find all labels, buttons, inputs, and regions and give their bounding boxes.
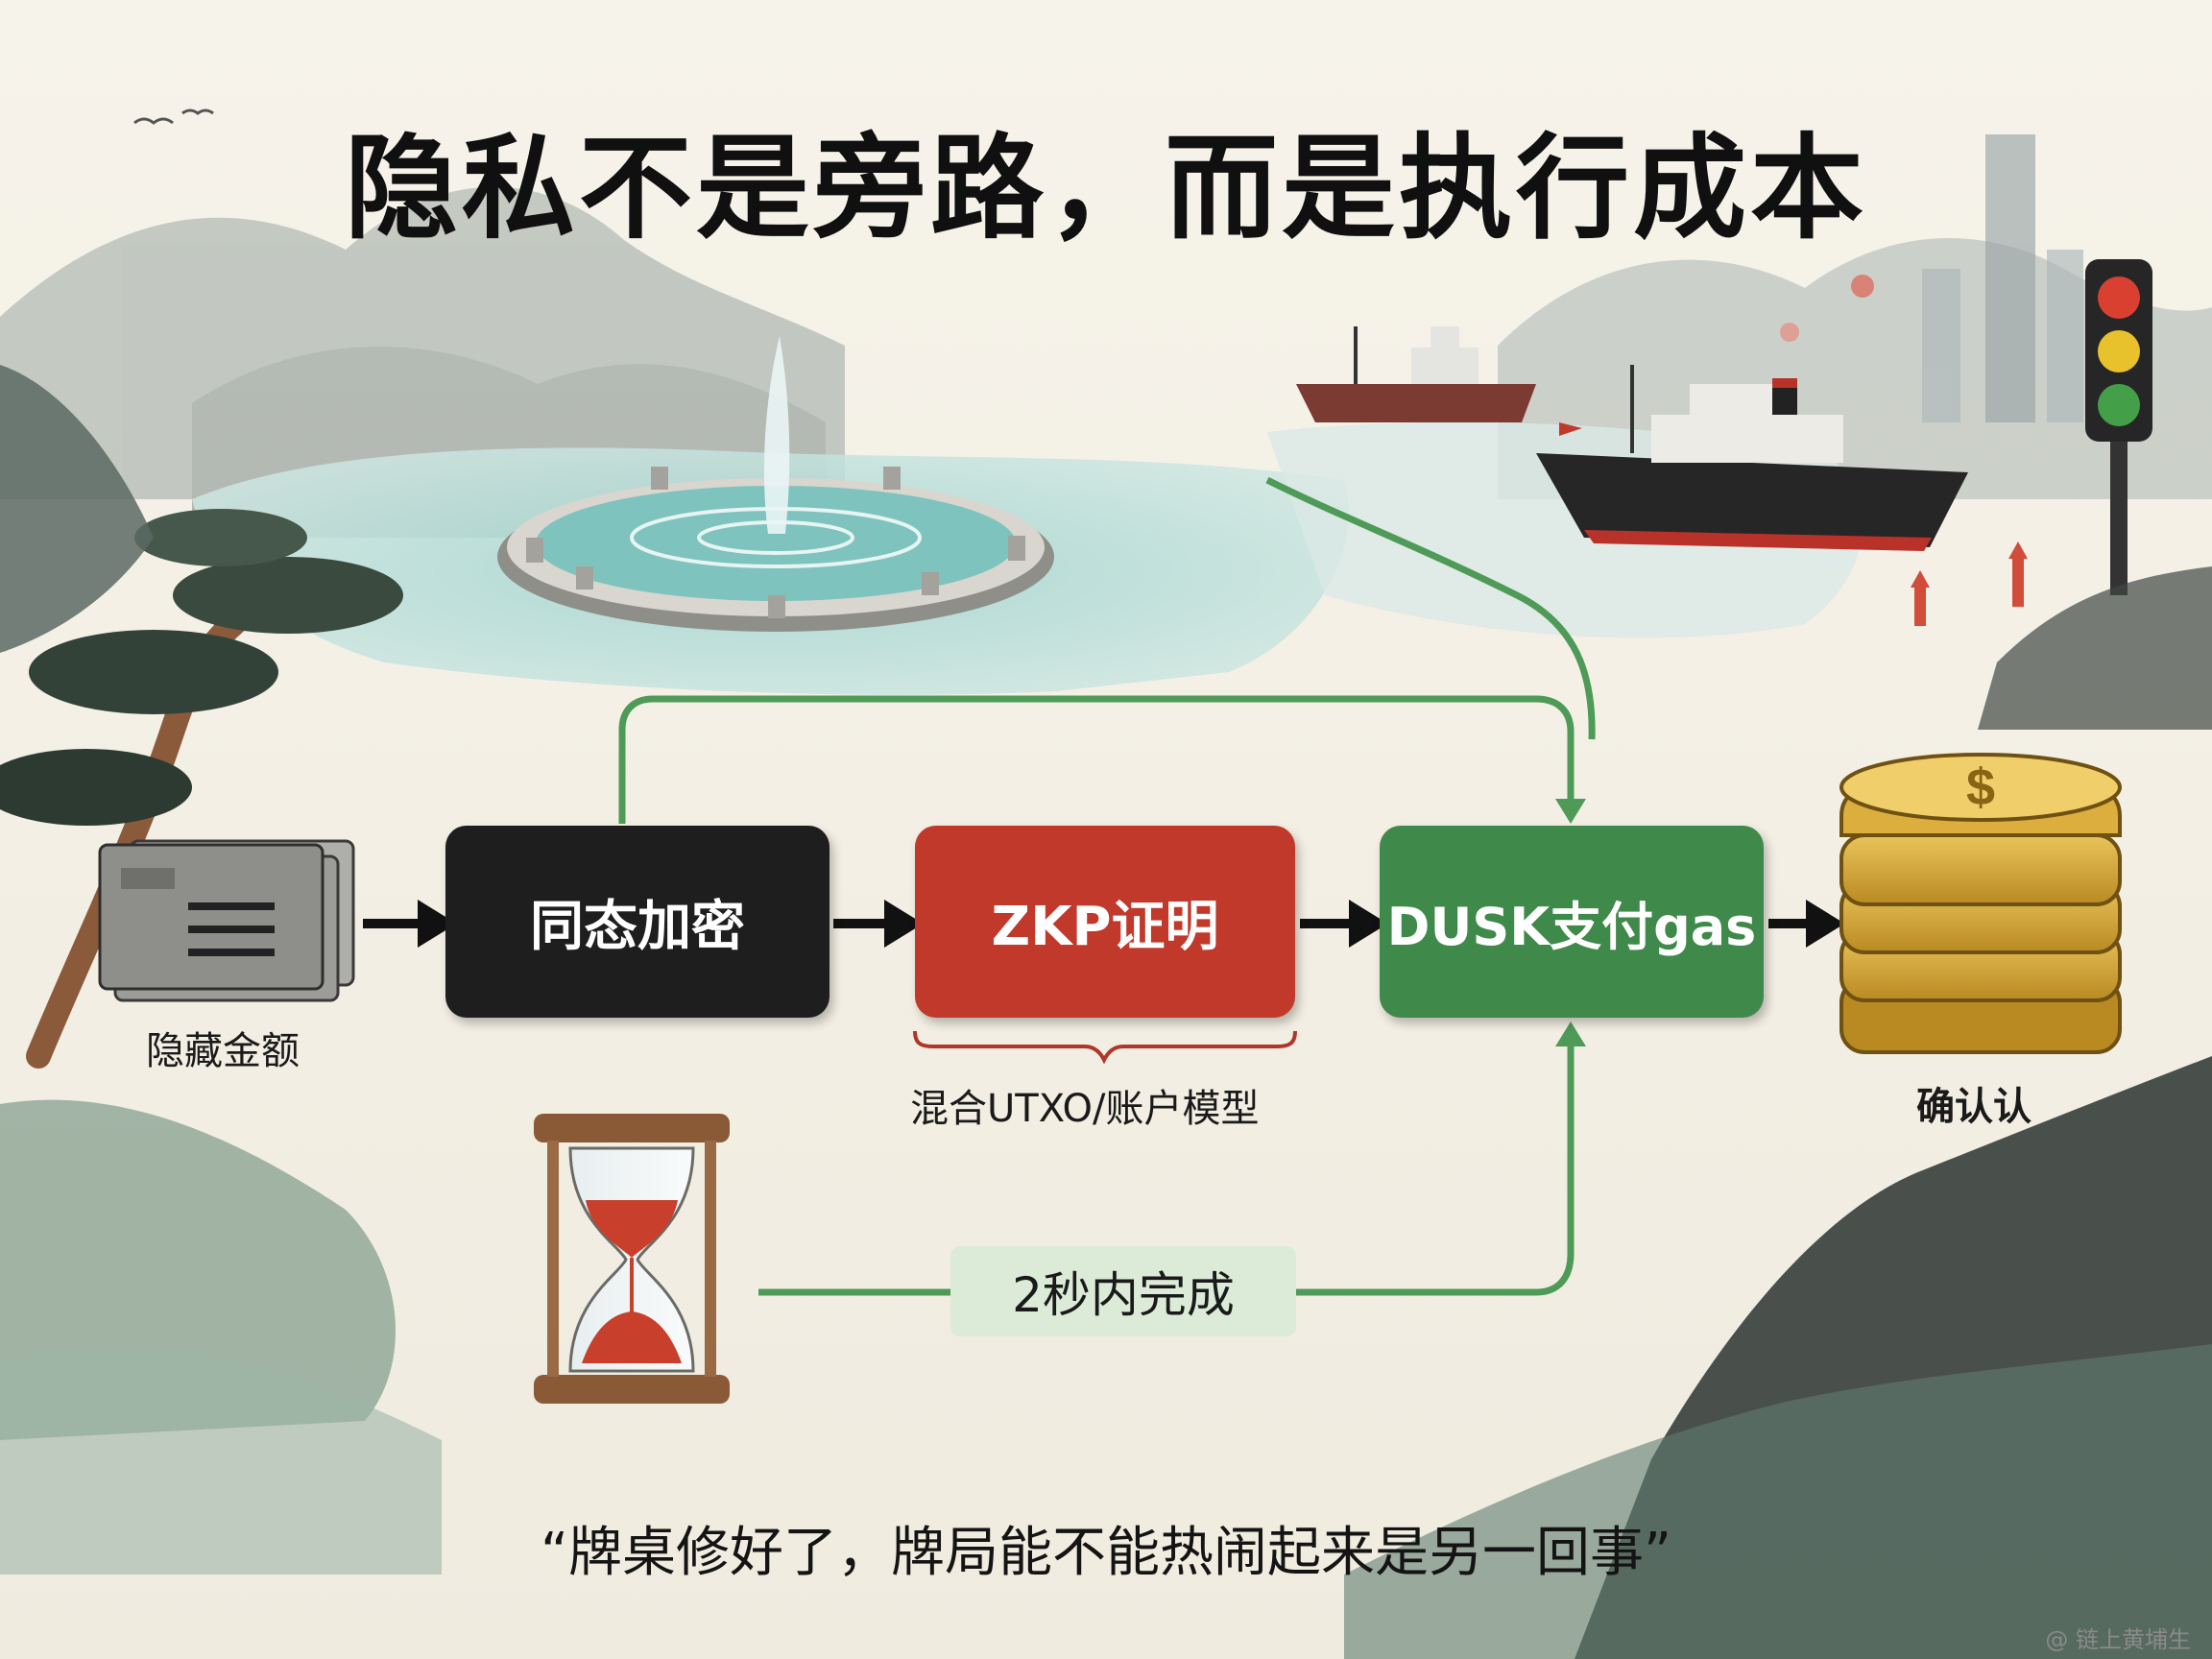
hidden-amount-label: 隐藏金额 — [146, 1029, 300, 1073]
green-connector-bottom — [758, 1041, 1575, 1296]
step-homomorphic-encryption: 同态加密 — [445, 826, 830, 1018]
step-zkp-proof: ZKP证明 — [915, 826, 1295, 1018]
flow-arrows — [363, 900, 1845, 948]
svg-text:$: $ — [1966, 758, 1995, 816]
green-connector-top — [618, 476, 1596, 824]
quote-text: “牌桌修好了，牌局能不能热闹起来是另一回事” — [540, 1522, 1672, 1584]
hidden-amount-documents-icon — [98, 839, 355, 1002]
green-arrowhead-bottom — [1555, 1022, 1586, 1046]
hourglass-icon — [534, 1114, 730, 1404]
lower-left-hills — [0, 1348, 442, 1575]
page-title: 隐私不是旁路，而是执行成本 — [344, 122, 1867, 254]
confirm-label: 确认认 — [1916, 1085, 2032, 1129]
signal-markers-icon — [1911, 541, 2028, 626]
model-brace — [913, 1030, 1297, 1065]
time-badge: 2秒内完成 — [950, 1246, 1296, 1336]
green-arrowhead-top — [1555, 799, 1586, 824]
birds-icon — [133, 108, 214, 125]
coin-stack-icon: $ — [1839, 753, 2122, 1054]
step-dusk-gas-payment: DUSK支付gas — [1380, 826, 1764, 1018]
hybrid-model-label: 混合UTXO/账户模型 — [910, 1087, 1260, 1131]
watermark: @ 链上黄埔生 — [2045, 1626, 2191, 1653]
pine-tree-icon — [0, 509, 403, 1069]
cargo-ship-near-icon — [1536, 365, 1968, 551]
cargo-ship-far-icon — [1296, 326, 1536, 422]
right-hills — [1344, 566, 2212, 1659]
fountain-ring-icon — [497, 336, 1054, 632]
traffic-light-icon — [2085, 259, 2152, 595]
